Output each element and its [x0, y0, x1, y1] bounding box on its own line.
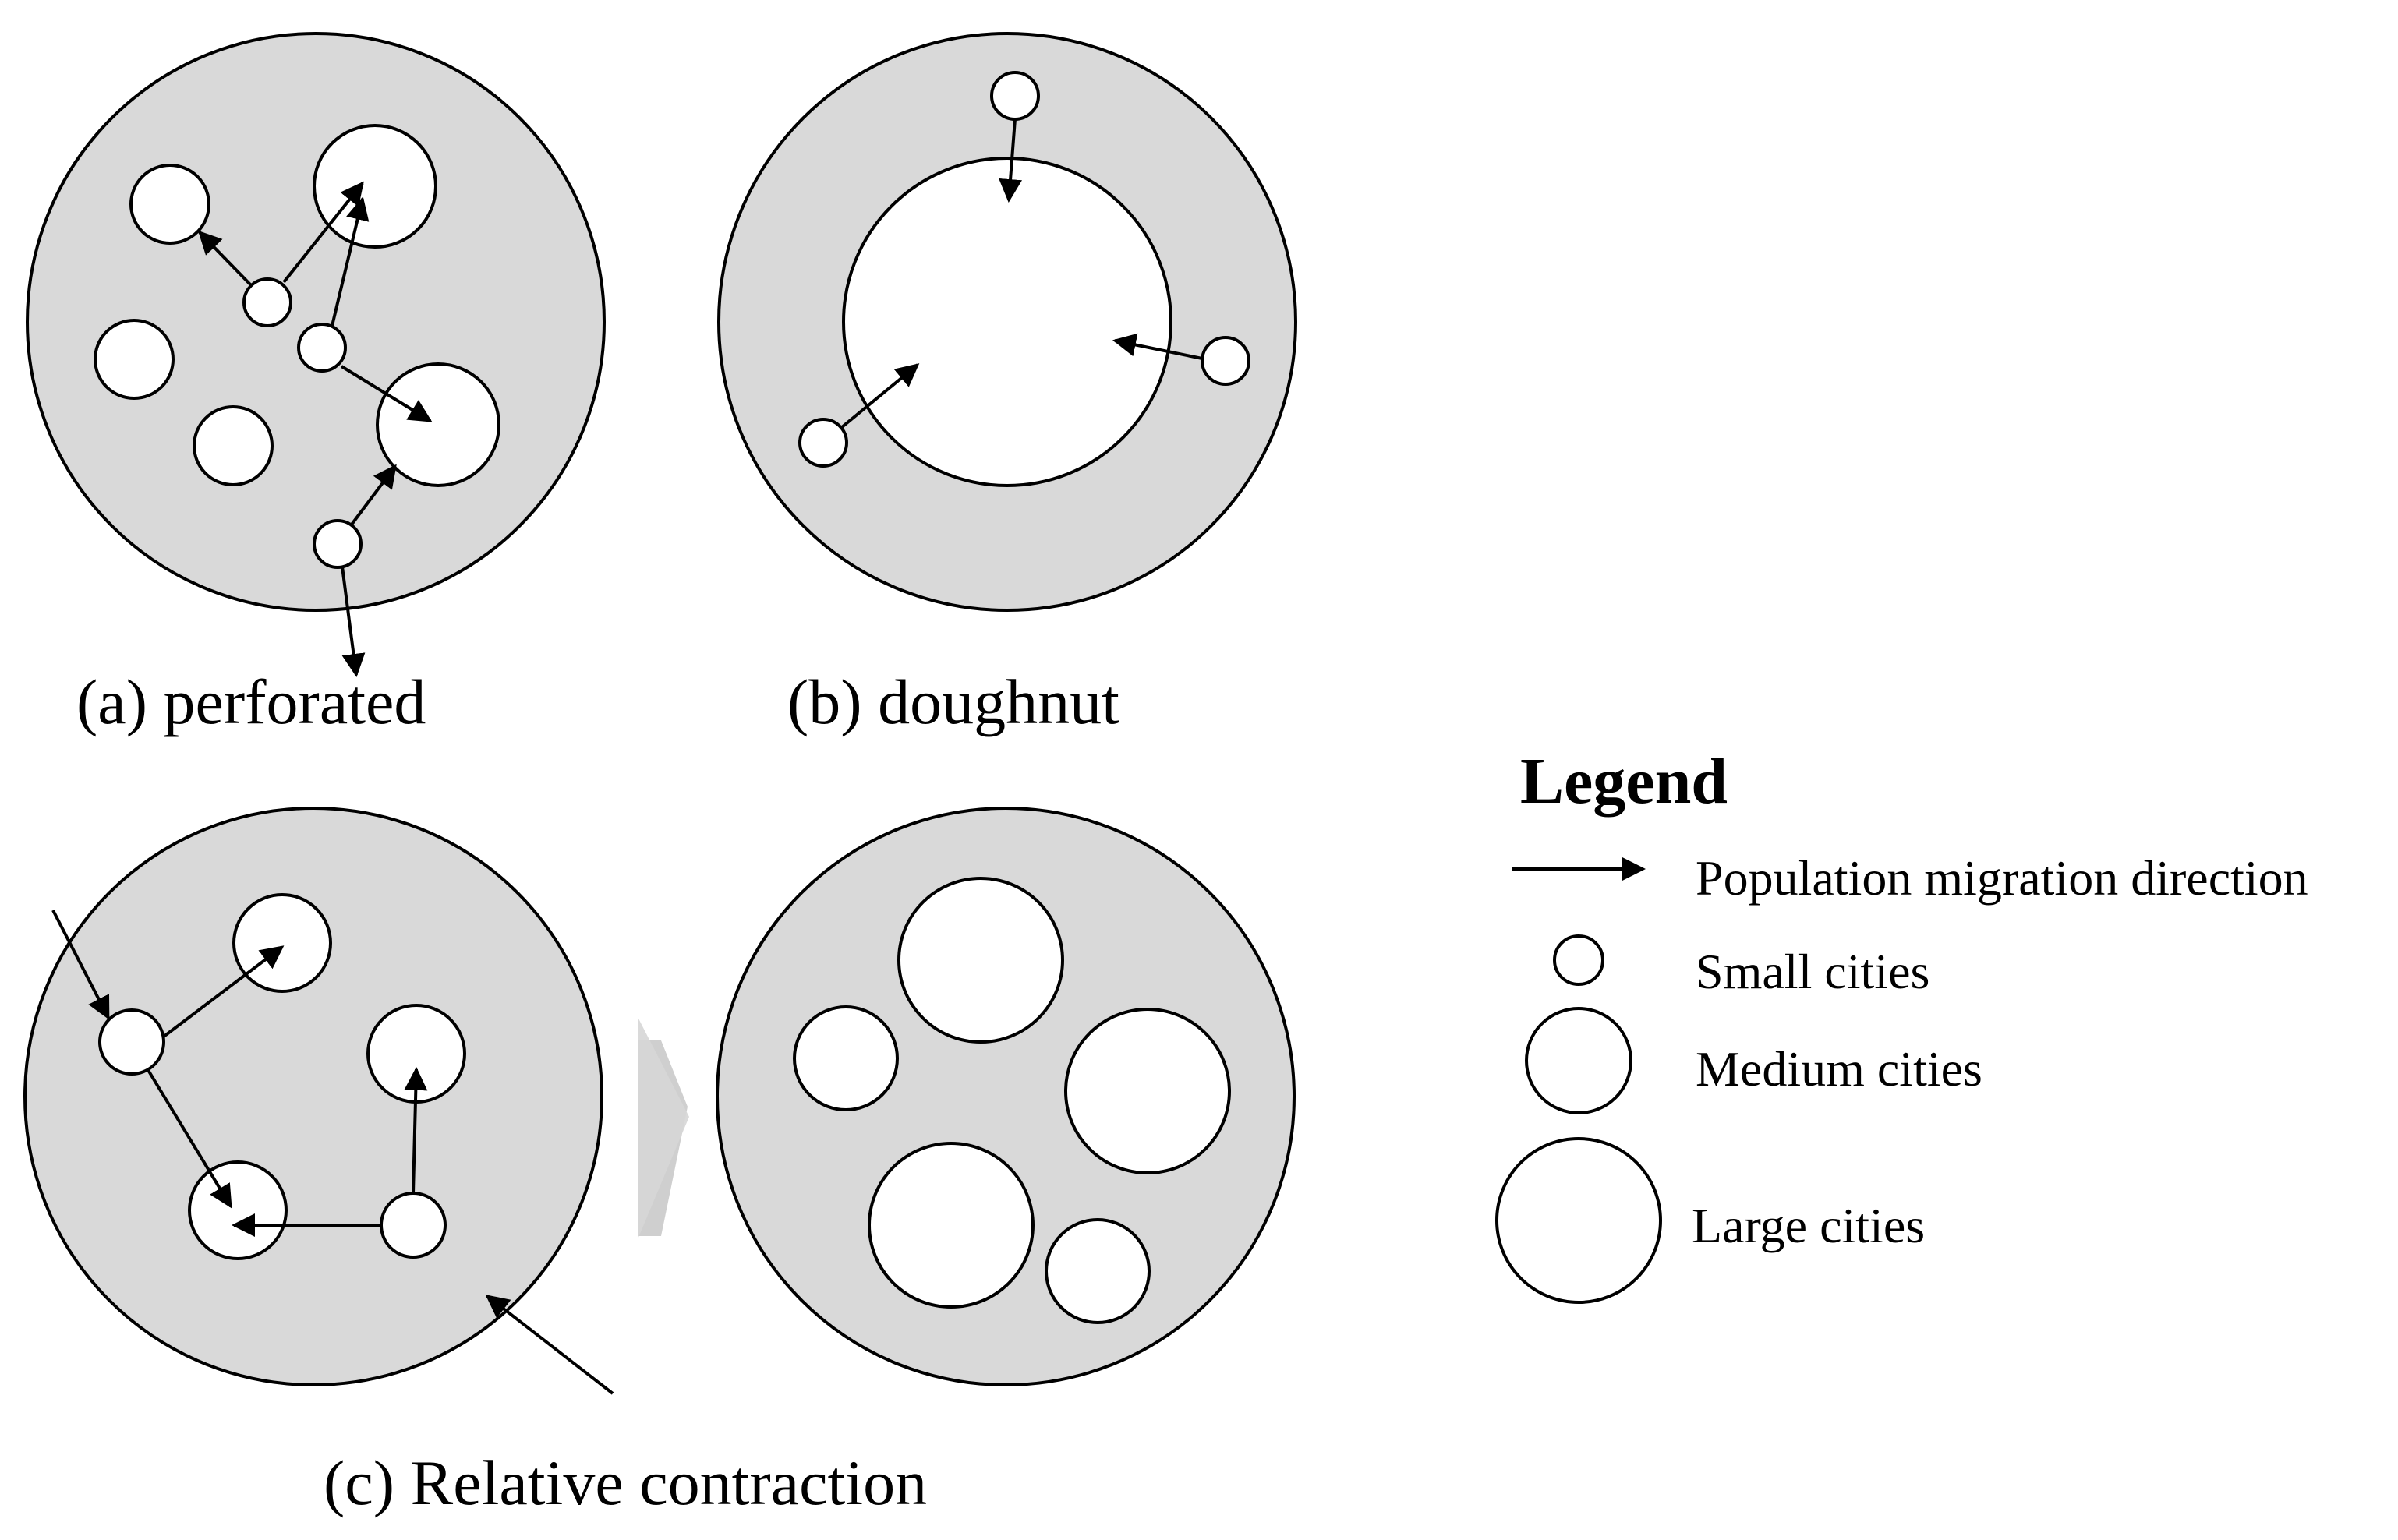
legend-large-city-icon — [1495, 1137, 1662, 1304]
medium-city — [193, 405, 274, 486]
caption-c: (c) Relative contraction — [324, 1447, 927, 1518]
migration-arrow — [404, 1067, 428, 1194]
large-city — [897, 877, 1064, 1044]
migration-arrow — [999, 118, 1023, 203]
region-c-after — [716, 807, 1296, 1386]
transition-arrow-tip — [638, 1017, 689, 1239]
legend: Legend Population migration direction Sm… — [1495, 745, 2308, 1304]
migration-arrow — [840, 363, 920, 429]
large-city — [376, 362, 500, 487]
caption-b: (b) doughnut — [787, 666, 1119, 737]
migration-arrow — [197, 230, 253, 287]
legend-title: Legend — [1520, 745, 1728, 818]
panel-c-before — [23, 807, 614, 1395]
medium-city — [1045, 1218, 1151, 1324]
small-city — [297, 323, 347, 373]
small-city — [990, 71, 1040, 121]
migration-arrow — [51, 910, 110, 1020]
migration-arrow — [485, 1295, 614, 1395]
migration-arrow — [147, 1068, 232, 1209]
legend-medium-city-icon — [1525, 1007, 1632, 1114]
panel-c-after — [716, 807, 1296, 1386]
legend-label-small: Small cities — [1696, 944, 1929, 999]
migration-arrow — [350, 464, 397, 526]
migration-arrow — [331, 196, 370, 327]
legend-label-medium: Medium cities — [1696, 1041, 1982, 1097]
large-city — [313, 124, 437, 249]
large-city — [868, 1142, 1035, 1309]
panel-a-perforated: (a) perforated — [26, 32, 606, 737]
small-city — [98, 1008, 165, 1076]
region-c-before — [23, 807, 603, 1386]
core-large-city — [842, 157, 1172, 487]
legend-small-city-icon — [1553, 934, 1604, 986]
migration-arrow — [341, 566, 366, 677]
medium-city — [188, 1160, 288, 1260]
panel-b-doughnut: (b) doughnut — [717, 32, 1297, 737]
small-city — [380, 1192, 447, 1259]
large-city — [1064, 1008, 1231, 1174]
region-a — [26, 32, 606, 612]
legend-label-migration: Population migration direction — [1696, 850, 2308, 906]
small-city — [313, 519, 363, 569]
migration-arrow — [162, 945, 285, 1038]
caption-a: (a) perforated — [76, 666, 426, 737]
legend-label-large: Large cities — [1692, 1198, 1925, 1253]
medium-city — [129, 164, 210, 245]
medium-city — [94, 319, 175, 400]
small-city — [1201, 336, 1250, 386]
medium-city — [793, 1005, 899, 1111]
migration-arrow — [340, 365, 433, 422]
small-city — [798, 418, 848, 468]
migration-arrow — [1112, 333, 1203, 360]
small-city — [242, 277, 292, 327]
medium-city — [232, 893, 332, 993]
